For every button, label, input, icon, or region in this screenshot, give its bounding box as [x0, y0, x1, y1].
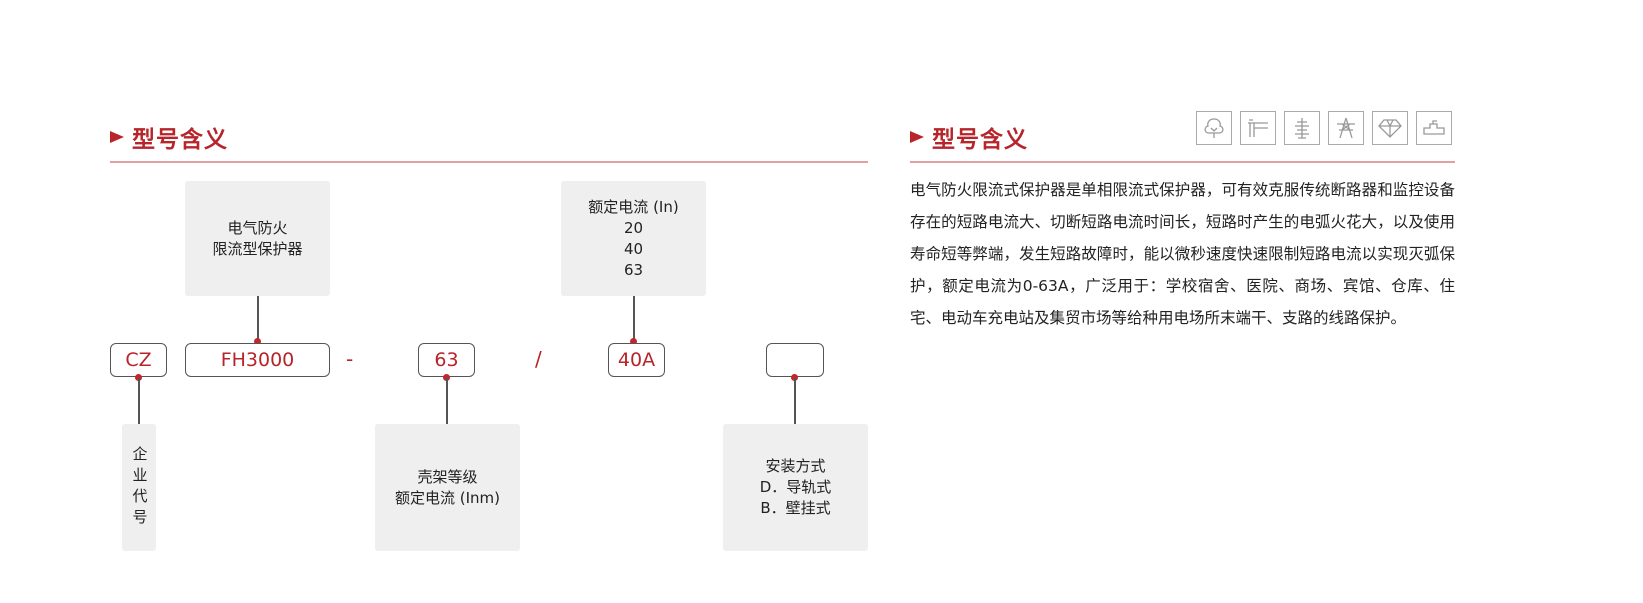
application-icons	[1196, 111, 1452, 145]
code-fh-text: FH3000	[220, 349, 295, 371]
power-pylon-icon	[1328, 111, 1364, 145]
rated-current-title: 额定电流 (In)	[588, 197, 679, 216]
product-type-line1: 电气防火	[227, 218, 288, 237]
code-cz-text: CZ	[125, 349, 152, 371]
rated-current-box: 额定电流 (In) 20 40 63	[561, 181, 706, 296]
product-type-box: 电气防火 限流型保护器	[185, 181, 330, 296]
connector-dot	[254, 338, 261, 345]
connector-line	[138, 378, 140, 424]
install-method-line3: B．壁挂式	[760, 499, 831, 517]
product-type-line2: 限流型保护器	[212, 239, 303, 258]
product-description: 电气防火限流式保护器是单相限流式保护器，可有效克服传统断路器和监控设备存在的短路…	[910, 181, 1455, 327]
rated-value: 63	[623, 260, 644, 279]
gate-icon	[1240, 111, 1276, 145]
right-title-rule	[910, 161, 1455, 163]
right-section-title: 型号含义	[910, 120, 1028, 154]
tower-icon	[1284, 111, 1320, 145]
right-title-text: 型号含义	[932, 127, 1028, 153]
frame-class-line1: 壳架等级	[417, 467, 478, 486]
code-current-text: 40A	[617, 349, 656, 371]
connector-line	[257, 296, 259, 342]
install-method-line1: 安装方式	[765, 457, 826, 475]
connector-line	[794, 378, 796, 424]
install-method-line2: D．导轨式	[759, 478, 832, 496]
install-method-box: 安装方式 D．导轨式 B．壁挂式	[723, 424, 868, 551]
company-code-text: 企业代号	[130, 445, 149, 530]
connector-dot	[443, 374, 450, 381]
left-title-rule	[110, 161, 868, 163]
code-fh-box: FH3000	[185, 343, 330, 377]
code-frame-box: 63	[418, 343, 475, 377]
rated-value: 20	[623, 218, 644, 237]
left-section-title: 型号含义	[110, 120, 228, 154]
frame-class-box: 壳架等级 额定电流 (Inm)	[375, 424, 520, 551]
left-title-text: 型号含义	[132, 127, 228, 153]
rated-value: 40	[623, 239, 644, 258]
connector-dot	[135, 374, 142, 381]
code-cz-box: CZ	[110, 343, 167, 377]
code-frame-text: 63	[434, 349, 459, 371]
connector-line	[633, 296, 635, 342]
frame-class-line2: 额定电流 (Inm)	[394, 488, 500, 507]
code-current-box: 40A	[608, 343, 665, 377]
connector-line	[446, 378, 448, 424]
triangle-bullet-icon	[910, 131, 924, 143]
code-dash: -	[346, 347, 354, 371]
company-code-box: 企业代号	[122, 424, 156, 551]
connector-dot	[791, 374, 798, 381]
connector-dot	[630, 338, 637, 345]
tree-icon	[1196, 111, 1232, 145]
triangle-bullet-icon	[110, 131, 124, 143]
pipe-icon	[1416, 111, 1452, 145]
code-install-box	[766, 343, 824, 377]
diamond-icon	[1372, 111, 1408, 145]
code-slash: /	[535, 347, 542, 371]
